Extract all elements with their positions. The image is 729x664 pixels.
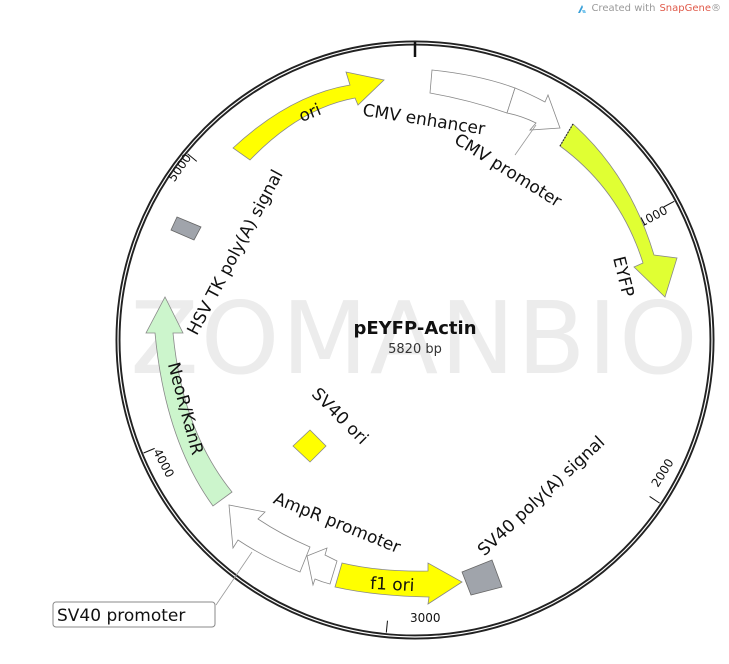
feature-label-sv40-polya: SV40 poly(A) signal: [474, 432, 609, 560]
tick-label-3000: 3000: [410, 611, 441, 625]
feature-ori[interactable]: [232, 71, 385, 161]
cmv-promoter-leader-line: [514, 124, 537, 156]
feature-label-f1-ori: f1 ori: [370, 574, 415, 596]
tick-1000: [663, 200, 675, 208]
watermark-text: ZOMANBIO: [130, 280, 700, 397]
plasmid-length: 5820 bp: [388, 342, 442, 357]
feature-sv40-polya[interactable]: [461, 559, 503, 596]
plasmid-name: pEYFP-Actin: [353, 318, 476, 339]
callout-label-sv40-promoter: SV40 promoter: [57, 606, 185, 626]
feature-f1-ori[interactable]: [334, 562, 463, 605]
eyfp-start-marker: [559, 123, 574, 147]
feature-cmv-enhancer[interactable]: [429, 69, 516, 114]
snapgene-logo-icon: [578, 4, 587, 13]
credit-suffix: ®: [711, 3, 721, 14]
tick-5000: [187, 153, 198, 162]
tick-4000: [143, 447, 155, 454]
sv40-promoter-callout[interactable]: SV40 promoter: [52, 601, 216, 628]
feature-cmv-promoter[interactable]: [506, 87, 561, 131]
feature-neor-kanr[interactable]: [145, 296, 233, 507]
credit-prefix: Created with: [591, 3, 656, 14]
tick-2000: [649, 496, 660, 504]
credit-brand: SnapGene: [659, 3, 711, 14]
tick-label-4000: 4000: [150, 446, 177, 480]
feature-sv40-ori[interactable]: [292, 429, 327, 463]
feature-label-cmv-promoter: CMV promoter: [450, 130, 564, 212]
tick-3000: [385, 620, 388, 633]
sv40-promoter-leader-line: [215, 551, 253, 606]
feature-ampr-promoter[interactable]: [306, 547, 338, 587]
feature-eyfp[interactable]: [559, 123, 678, 298]
snapgene-credit: Created with SnapGene®: [577, 3, 721, 14]
feature-sv40-promoter[interactable]: [228, 504, 311, 573]
feature-hsv-tk-polya[interactable]: [170, 216, 202, 241]
